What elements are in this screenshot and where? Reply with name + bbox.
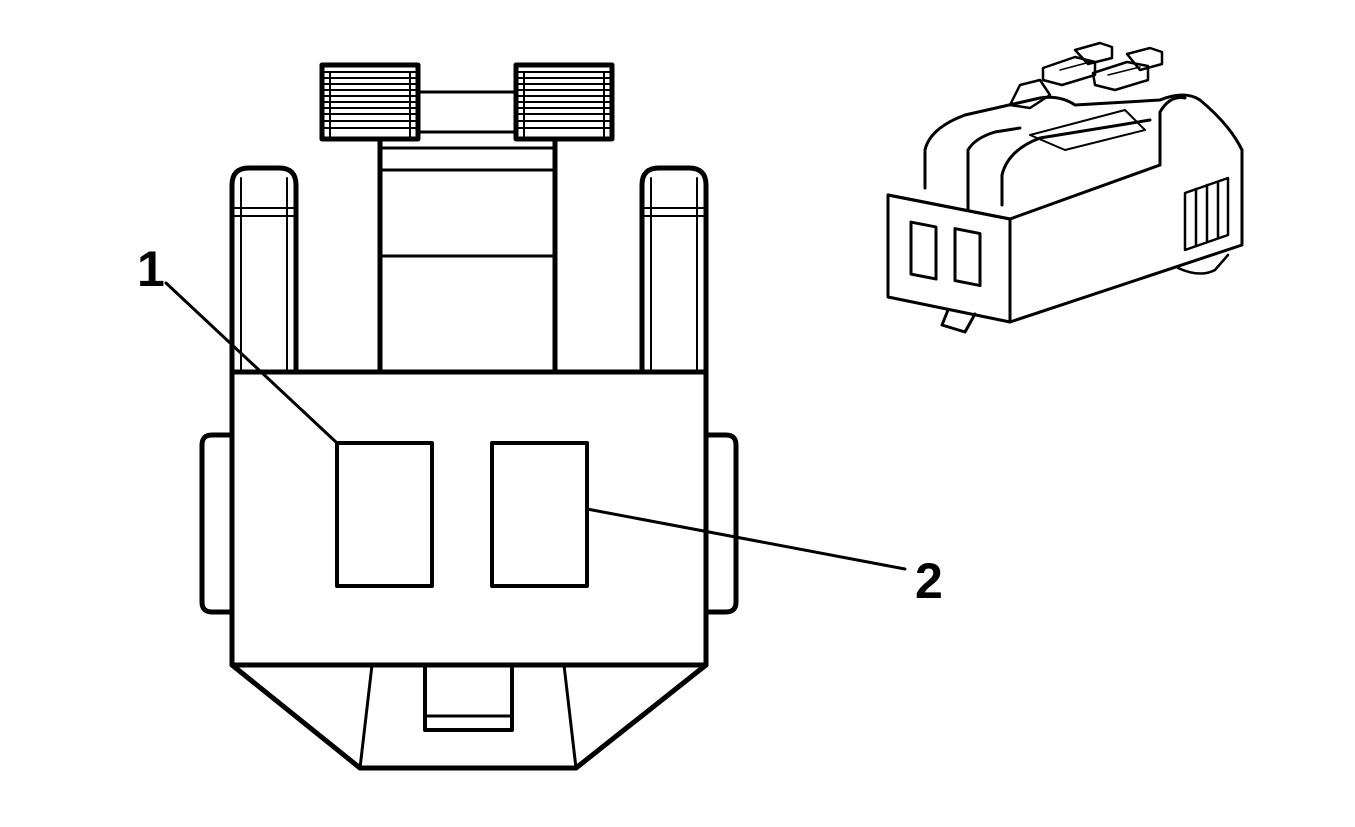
callout-label-2: 2 [915, 553, 943, 609]
iso-bottom-latch [940, 308, 977, 334]
callout-leaders [164, 281, 907, 571]
iso-cavity-2 [953, 227, 982, 288]
callout-label-1: 1 [137, 241, 165, 297]
guide-post-right [639, 165, 709, 375]
terminal-cavity-1 [335, 441, 434, 588]
connector-housing [229, 369, 709, 668]
iso-cavity-1 [909, 220, 938, 281]
iso-side-face [1008, 148, 1244, 324]
connector-front-view [199, 62, 739, 771]
connector-bottom [229, 662, 709, 771]
lock-tab-left [319, 62, 421, 142]
side-ear-left [199, 432, 235, 615]
iso-lock-tabs [1008, 41, 1164, 110]
lock-tab-right [513, 62, 615, 142]
connector-isometric-view [886, 41, 1244, 334]
terminal-cavity-2 [490, 441, 589, 588]
leader-line-2 [585, 507, 907, 571]
side-ear-right [703, 432, 739, 615]
lock-bridge [416, 90, 518, 134]
iso-side-vent [1183, 176, 1230, 252]
iso-top-face [886, 156, 1162, 221]
latch-column [377, 136, 558, 375]
iso-latch-hood [923, 93, 1244, 190]
guide-post-left [229, 165, 299, 375]
leader-line-1 [164, 281, 339, 445]
